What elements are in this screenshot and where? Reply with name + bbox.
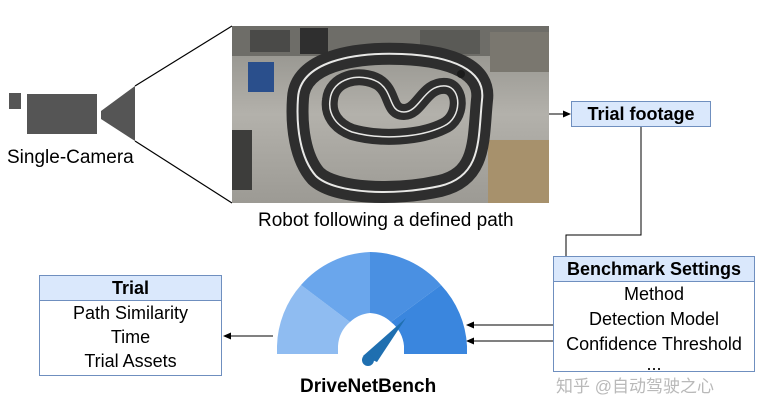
trial-item-time: Time [110, 327, 151, 347]
trial-title: Trial [40, 276, 221, 301]
trial-box: Trial Path Similarity Time Trial Assets [39, 275, 222, 376]
trial-item-path-similarity: Path Similarity [72, 303, 189, 323]
benchmark-settings-box: Benchmark Settings Method Detection Mode… [553, 256, 755, 372]
gauge-icon [277, 252, 467, 366]
benchmark-setting-method: Method [623, 284, 685, 304]
trial-item-trial-assets: Trial Assets [84, 351, 177, 371]
trial-footage-box: Trial footage [571, 101, 711, 127]
benchmark-setting-more: ... [646, 354, 662, 372]
trial-footage-label: Trial footage [587, 104, 695, 124]
frustum-line-top [134, 25, 233, 87]
watermark-text: 知乎 @自动驾驶之心 [556, 377, 714, 396]
benchmark-setting-confidence-threshold: Confidence Threshold [566, 334, 742, 354]
camera-label: Single-Camera [7, 147, 134, 168]
frustum-line-bottom [134, 140, 233, 204]
benchmark-settings-title: Benchmark Settings [554, 257, 754, 282]
photo-caption: Robot following a defined path [258, 210, 514, 231]
benchmark-setting-detection-model: Detection Model [588, 309, 720, 329]
track-photo [232, 26, 549, 203]
gauge-label: DriveNetBench [300, 376, 437, 397]
camera-icon [9, 86, 135, 141]
arrow-footage-to-gauge [472, 127, 642, 326]
